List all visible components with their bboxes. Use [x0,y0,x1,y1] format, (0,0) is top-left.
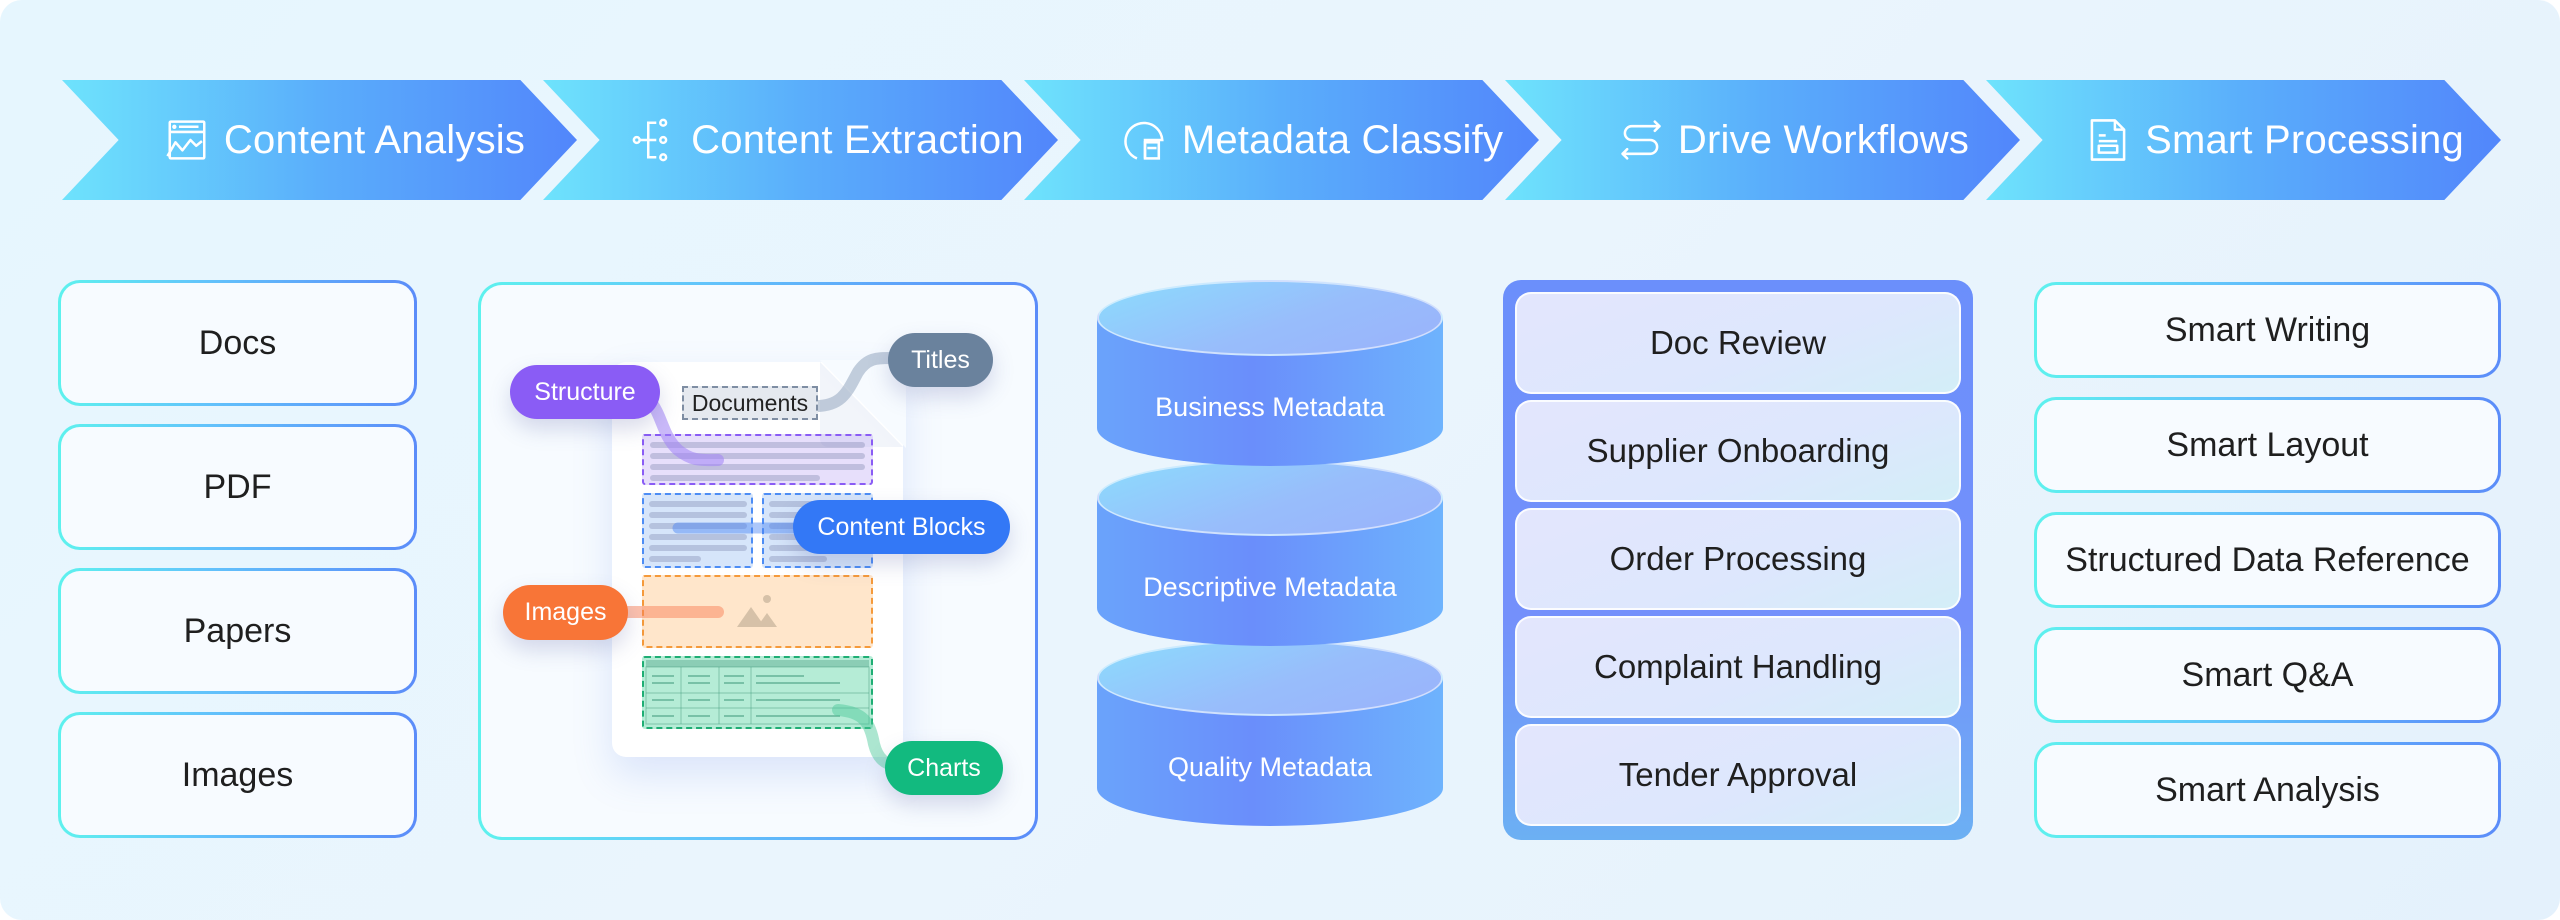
workflow-complaint-handling: Complaint Handling [1515,616,1961,718]
source-images: Images [58,712,417,838]
processing-label: Smart Q&A [2181,655,2354,694]
tag-images: Images [503,585,628,640]
swap-arrows-icon [1618,117,1664,163]
processing-smart-qa: Smart Q&A [2034,627,2501,723]
tag-content-blocks: Content Blocks [793,500,1010,554]
processing-label: Smart Layout [2166,425,2369,464]
metadata-layer-business: Business Metadata [1097,280,1443,466]
workflows-panel: Doc Review Supplier Onboarding Order Pro… [1503,280,1973,840]
processing-structured-data-reference: Structured Data Reference [2034,512,2501,608]
workflow-label: Complaint Handling [1594,648,1882,685]
stage-drive-workflows: Drive Workflows [1505,80,2020,200]
source-label: Images [181,755,294,794]
workflow-tender-approval: Tender Approval [1515,724,1961,826]
source-label: PDF [203,467,272,506]
tree-structure-icon [631,117,677,163]
processing-label: Structured Data Reference [2065,540,2470,579]
chart-window-icon [164,117,210,163]
stage-label: Metadata Classify [1181,117,1504,162]
workflow-supplier-onboarding: Supplier Onboarding [1515,400,1961,502]
source-pdf: PDF [58,424,417,550]
metadata-layer-quality: Quality Metadata [1097,640,1443,826]
pie-classify-icon [1122,117,1168,163]
source-papers: Papers [58,568,417,694]
workflow-order-processing: Order Processing [1515,508,1961,610]
source-label: Papers [183,611,292,650]
processing-smart-layout: Smart Layout [2034,397,2501,493]
stage-label: Content Analysis [223,117,526,162]
workflow-label: Order Processing [1609,540,1867,577]
metadata-label: Business Metadata [1155,392,1385,422]
stage-content-extraction: Content Extraction [543,80,1058,200]
source-label: Docs [198,323,277,362]
stage-smart-processing: Smart Processing [1986,80,2501,200]
stage-content-analysis: Content Analysis [62,80,577,200]
processing-smart-writing: Smart Writing [2034,282,2501,378]
workflow-label: Doc Review [1649,324,1827,361]
workflow-label: Tender Approval [1618,756,1858,793]
document-icon [2085,117,2131,163]
stage-label: Content Extraction [691,117,1024,162]
metadata-label: Quality Metadata [1167,752,1373,782]
processing-label: Smart Writing [2164,310,2371,349]
workflow-label: Supplier Onboarding [1586,432,1890,469]
stage-label: Smart Processing [2145,117,2464,162]
table-block [642,656,873,729]
stage-metadata-classify: Metadata Classify [1024,80,1539,200]
tag-charts: Charts [885,741,1003,795]
metadata-layer-descriptive: Descriptive Metadata [1097,460,1443,646]
metadata-label: Descriptive Metadata [1143,572,1397,602]
processing-smart-analysis: Smart Analysis [2034,742,2501,838]
tag-structure: Structure [510,365,660,419]
workflow-doc-review: Doc Review [1515,292,1961,394]
image-block [642,575,873,648]
image-placeholder-icon [737,593,781,629]
documents-title-label: Documents [682,386,818,420]
processing-label: Smart Analysis [2155,770,2380,809]
stage-label: Drive Workflows [1677,117,1970,162]
extraction-illustration: Documents Structure Titles Content Block… [478,282,1038,840]
content-block-left [642,493,753,568]
source-docs: Docs [58,280,417,406]
structure-block [642,434,873,485]
table-grid [645,660,870,725]
tag-titles: Titles [888,333,993,387]
